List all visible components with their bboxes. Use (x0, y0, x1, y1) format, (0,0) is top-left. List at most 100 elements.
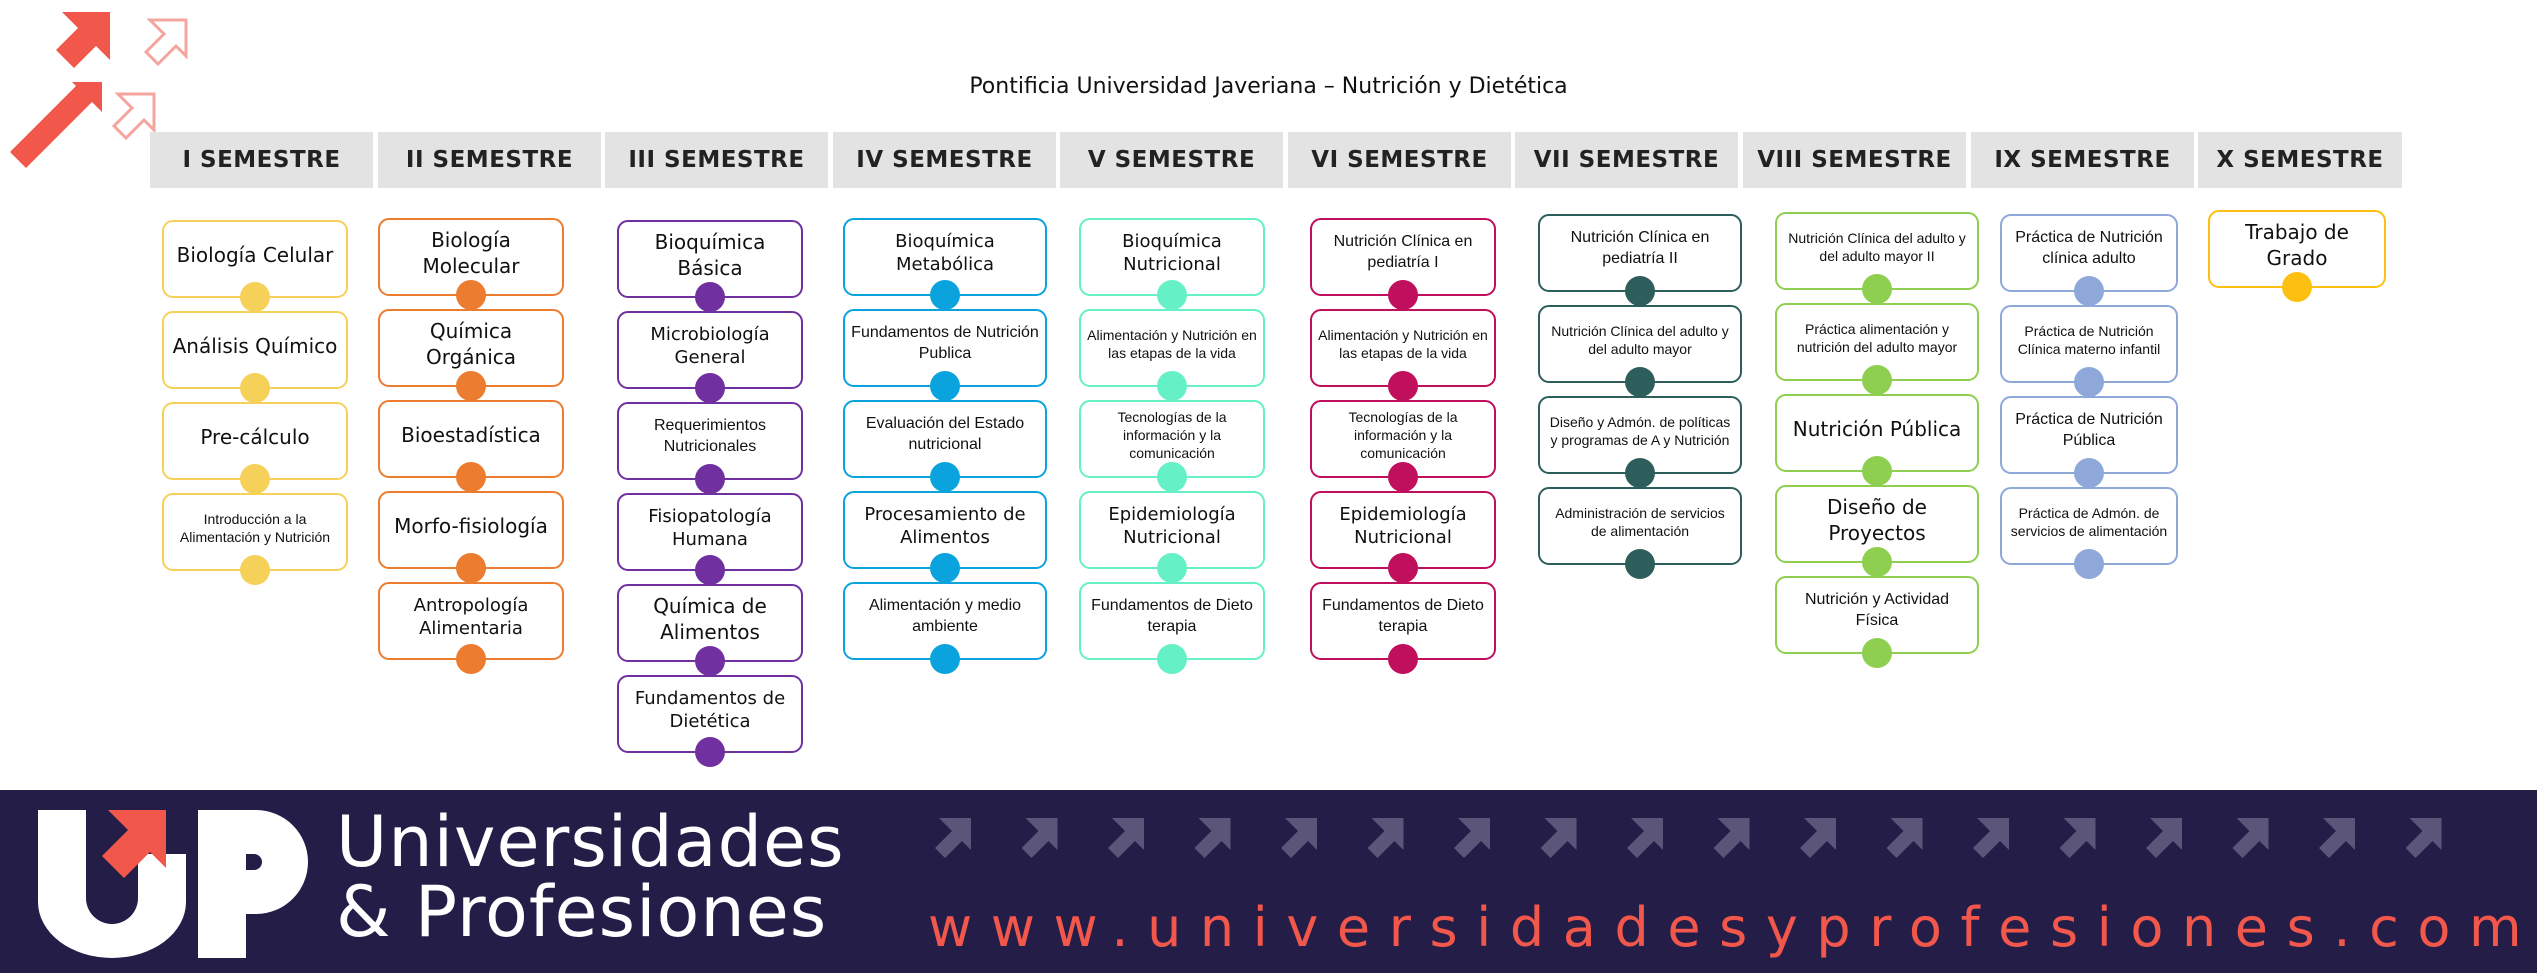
course-box[interactable]: Epidemiología Nutricional (1310, 491, 1496, 583)
course-box[interactable]: Fisiopatología Humana (617, 493, 803, 585)
up-logo-icon (38, 810, 308, 958)
connector-dot-icon (1862, 274, 1892, 304)
course-label: Práctica de Nutrición clínica adulto (2015, 229, 2163, 267)
connector-dot-icon (456, 371, 486, 401)
course-box[interactable]: Tecnologías de la información y la comun… (1310, 400, 1496, 492)
course-box[interactable]: Nutrición Clínica en pediatría II (1538, 214, 1742, 306)
course-box[interactable]: Práctica de Nutrición Pública (2000, 396, 2178, 488)
course-label: Diseño de Proyectos (1827, 495, 1927, 545)
course-box[interactable]: Microbiología General (617, 311, 803, 403)
connector-dot-icon (695, 646, 725, 676)
course-box[interactable]: Práctica de Admón. de servicios de alime… (2000, 487, 2178, 579)
course-box[interactable]: Diseño y Admón. de políticas y programas… (1538, 396, 1742, 488)
course-box[interactable]: Nutrición y Actividad Física (1775, 576, 1979, 668)
course-box[interactable]: Procesamiento de Alimentos (843, 491, 1047, 583)
course-box[interactable]: Bioquímica Nutricional (1079, 218, 1265, 310)
course-label: Bioestadística (401, 423, 541, 447)
course-label: Nutrición Clínica en pediatría I (1333, 233, 1473, 271)
course-box[interactable]: Introducción a la Alimentación y Nutrici… (162, 493, 348, 585)
course-box[interactable]: Diseño de Proyectos (1775, 485, 1979, 577)
arrow-icon (1800, 818, 1836, 858)
course-box[interactable]: Nutrición Clínica en pediatría I (1310, 218, 1496, 310)
connector-dot-icon (456, 280, 486, 310)
course-label: Fundamentos de Dietética (634, 687, 786, 732)
course-box[interactable]: Administración de servicios de alimentac… (1538, 487, 1742, 579)
course-box[interactable]: Fundamentos de Dieto terapia (1079, 582, 1265, 674)
connector-dot-icon (1388, 553, 1418, 583)
course-box[interactable]: Alimentación y Nutrición en las etapas d… (1079, 309, 1265, 401)
course-label: Tecnologías de la información y la comun… (1348, 408, 1458, 462)
course-box[interactable]: Requerimientos Nutricionales (617, 402, 803, 494)
course-box[interactable]: Práctica de Nutrición clínica adulto (2000, 214, 2178, 306)
arrow-icon (1540, 818, 1577, 858)
course-box[interactable]: Evaluación del Estado nutricional (843, 400, 1047, 492)
course-box[interactable]: Nutrición Pública (1775, 394, 1979, 486)
course-box[interactable]: Alimentación y Nutrición en las etapas d… (1310, 309, 1496, 401)
course-box[interactable]: Nutrición Clínica del adulto y del adult… (1775, 212, 1979, 304)
course-label: Morfo-fisiología (394, 514, 548, 538)
course-box[interactable]: Fundamentos de Dieto terapia (1310, 582, 1496, 674)
course-box[interactable]: Epidemiología Nutricional (1079, 491, 1265, 583)
course-label: Nutrición Clínica del adulto y del adult… (1551, 322, 1729, 357)
course-box[interactable]: Pre-cálculo (162, 402, 348, 494)
course-box[interactable]: Trabajo de Grado (2208, 210, 2386, 302)
arrow-icon (2146, 818, 2182, 858)
arrow-icon (1454, 818, 1490, 858)
course-box[interactable]: Biología Molecular (378, 218, 564, 310)
course-box[interactable]: Antropología Alimentaria (378, 582, 564, 674)
course-label: Práctica de Nutrición Clínica materno in… (2017, 322, 2161, 357)
connector-dot-icon (1157, 280, 1187, 310)
brand-name-line1: Universidades (336, 801, 845, 883)
connector-dot-icon (1862, 547, 1892, 577)
course-box[interactable]: Análisis Químico (162, 311, 348, 403)
arrow-icon (1108, 818, 1144, 858)
connector-dot-icon (1625, 367, 1655, 397)
arrow-icon (1194, 818, 1231, 858)
arrow-icon (1973, 818, 2009, 858)
course-box[interactable]: Morfo-fisiología (378, 491, 564, 583)
course-label: Fundamentos de Nutrición Publica (851, 324, 1039, 362)
connector-dot-icon (2074, 276, 2104, 306)
course-label: Procesamiento de Alimentos (864, 503, 1026, 548)
connector-dot-icon (1862, 638, 1892, 668)
arrows-logo-icon (10, 12, 188, 168)
connector-dot-icon (930, 280, 960, 310)
course-box[interactable]: Bioquímica Básica (617, 220, 803, 312)
semester-header: II SEMESTRE (378, 132, 601, 188)
connector-dot-icon (695, 737, 725, 767)
course-box[interactable]: Nutrición Clínica del adulto y del adult… (1538, 305, 1742, 397)
course-box[interactable]: Química de Alimentos (617, 584, 803, 676)
semester-header: I SEMESTRE (150, 132, 373, 188)
course-box[interactable]: Práctica alimentación y nutrición del ad… (1775, 303, 1979, 395)
course-box[interactable]: Tecnologías de la información y la comun… (1079, 400, 1265, 492)
course-box[interactable]: Bioquímica Metabólica (843, 218, 1047, 310)
page-title: Pontificia Universidad Javeriana – Nutri… (969, 74, 1568, 99)
arrow-icon (1886, 818, 1923, 858)
course-label: Alimentación y Nutrición en las etapas d… (1087, 326, 1257, 361)
course-label: Nutrición Clínica en pediatría II (1570, 229, 1710, 267)
course-label: Antropología Alimentaria (413, 594, 529, 639)
connector-dot-icon (240, 282, 270, 312)
course-label: Biología Molecular (422, 228, 520, 278)
course-box[interactable]: Alimentación y medio ambiente (843, 582, 1047, 674)
connector-dot-icon (2074, 367, 2104, 397)
semester-header: V SEMESTRE (1060, 132, 1283, 188)
course-label: Alimentación y Nutrición en las etapas d… (1318, 326, 1488, 361)
course-box[interactable]: Bioestadística (378, 400, 564, 492)
connector-dot-icon (695, 282, 725, 312)
connector-dot-icon (1157, 644, 1187, 674)
semester-header: X SEMESTRE (2198, 132, 2402, 188)
website-url[interactable]: www.universidadesyprofesiones.com (928, 896, 2537, 959)
connector-dot-icon (930, 371, 960, 401)
course-box[interactable]: Biología Celular (162, 220, 348, 312)
course-box[interactable]: Fundamentos de Dietética (617, 675, 803, 767)
course-box[interactable]: Práctica de Nutrición Clínica materno in… (2000, 305, 2178, 397)
course-box[interactable]: Fundamentos de Nutrición Publica (843, 309, 1047, 401)
arrow-icon (2059, 818, 2096, 858)
course-label: Epidemiología Nutricional (1339, 503, 1467, 548)
course-box[interactable]: Química Orgánica (378, 309, 564, 401)
connector-dot-icon (930, 553, 960, 583)
semester-header: IX SEMESTRE (1971, 132, 2194, 188)
connector-dot-icon (1388, 371, 1418, 401)
course-label: Práctica de Nutrición Pública (2015, 411, 2163, 449)
